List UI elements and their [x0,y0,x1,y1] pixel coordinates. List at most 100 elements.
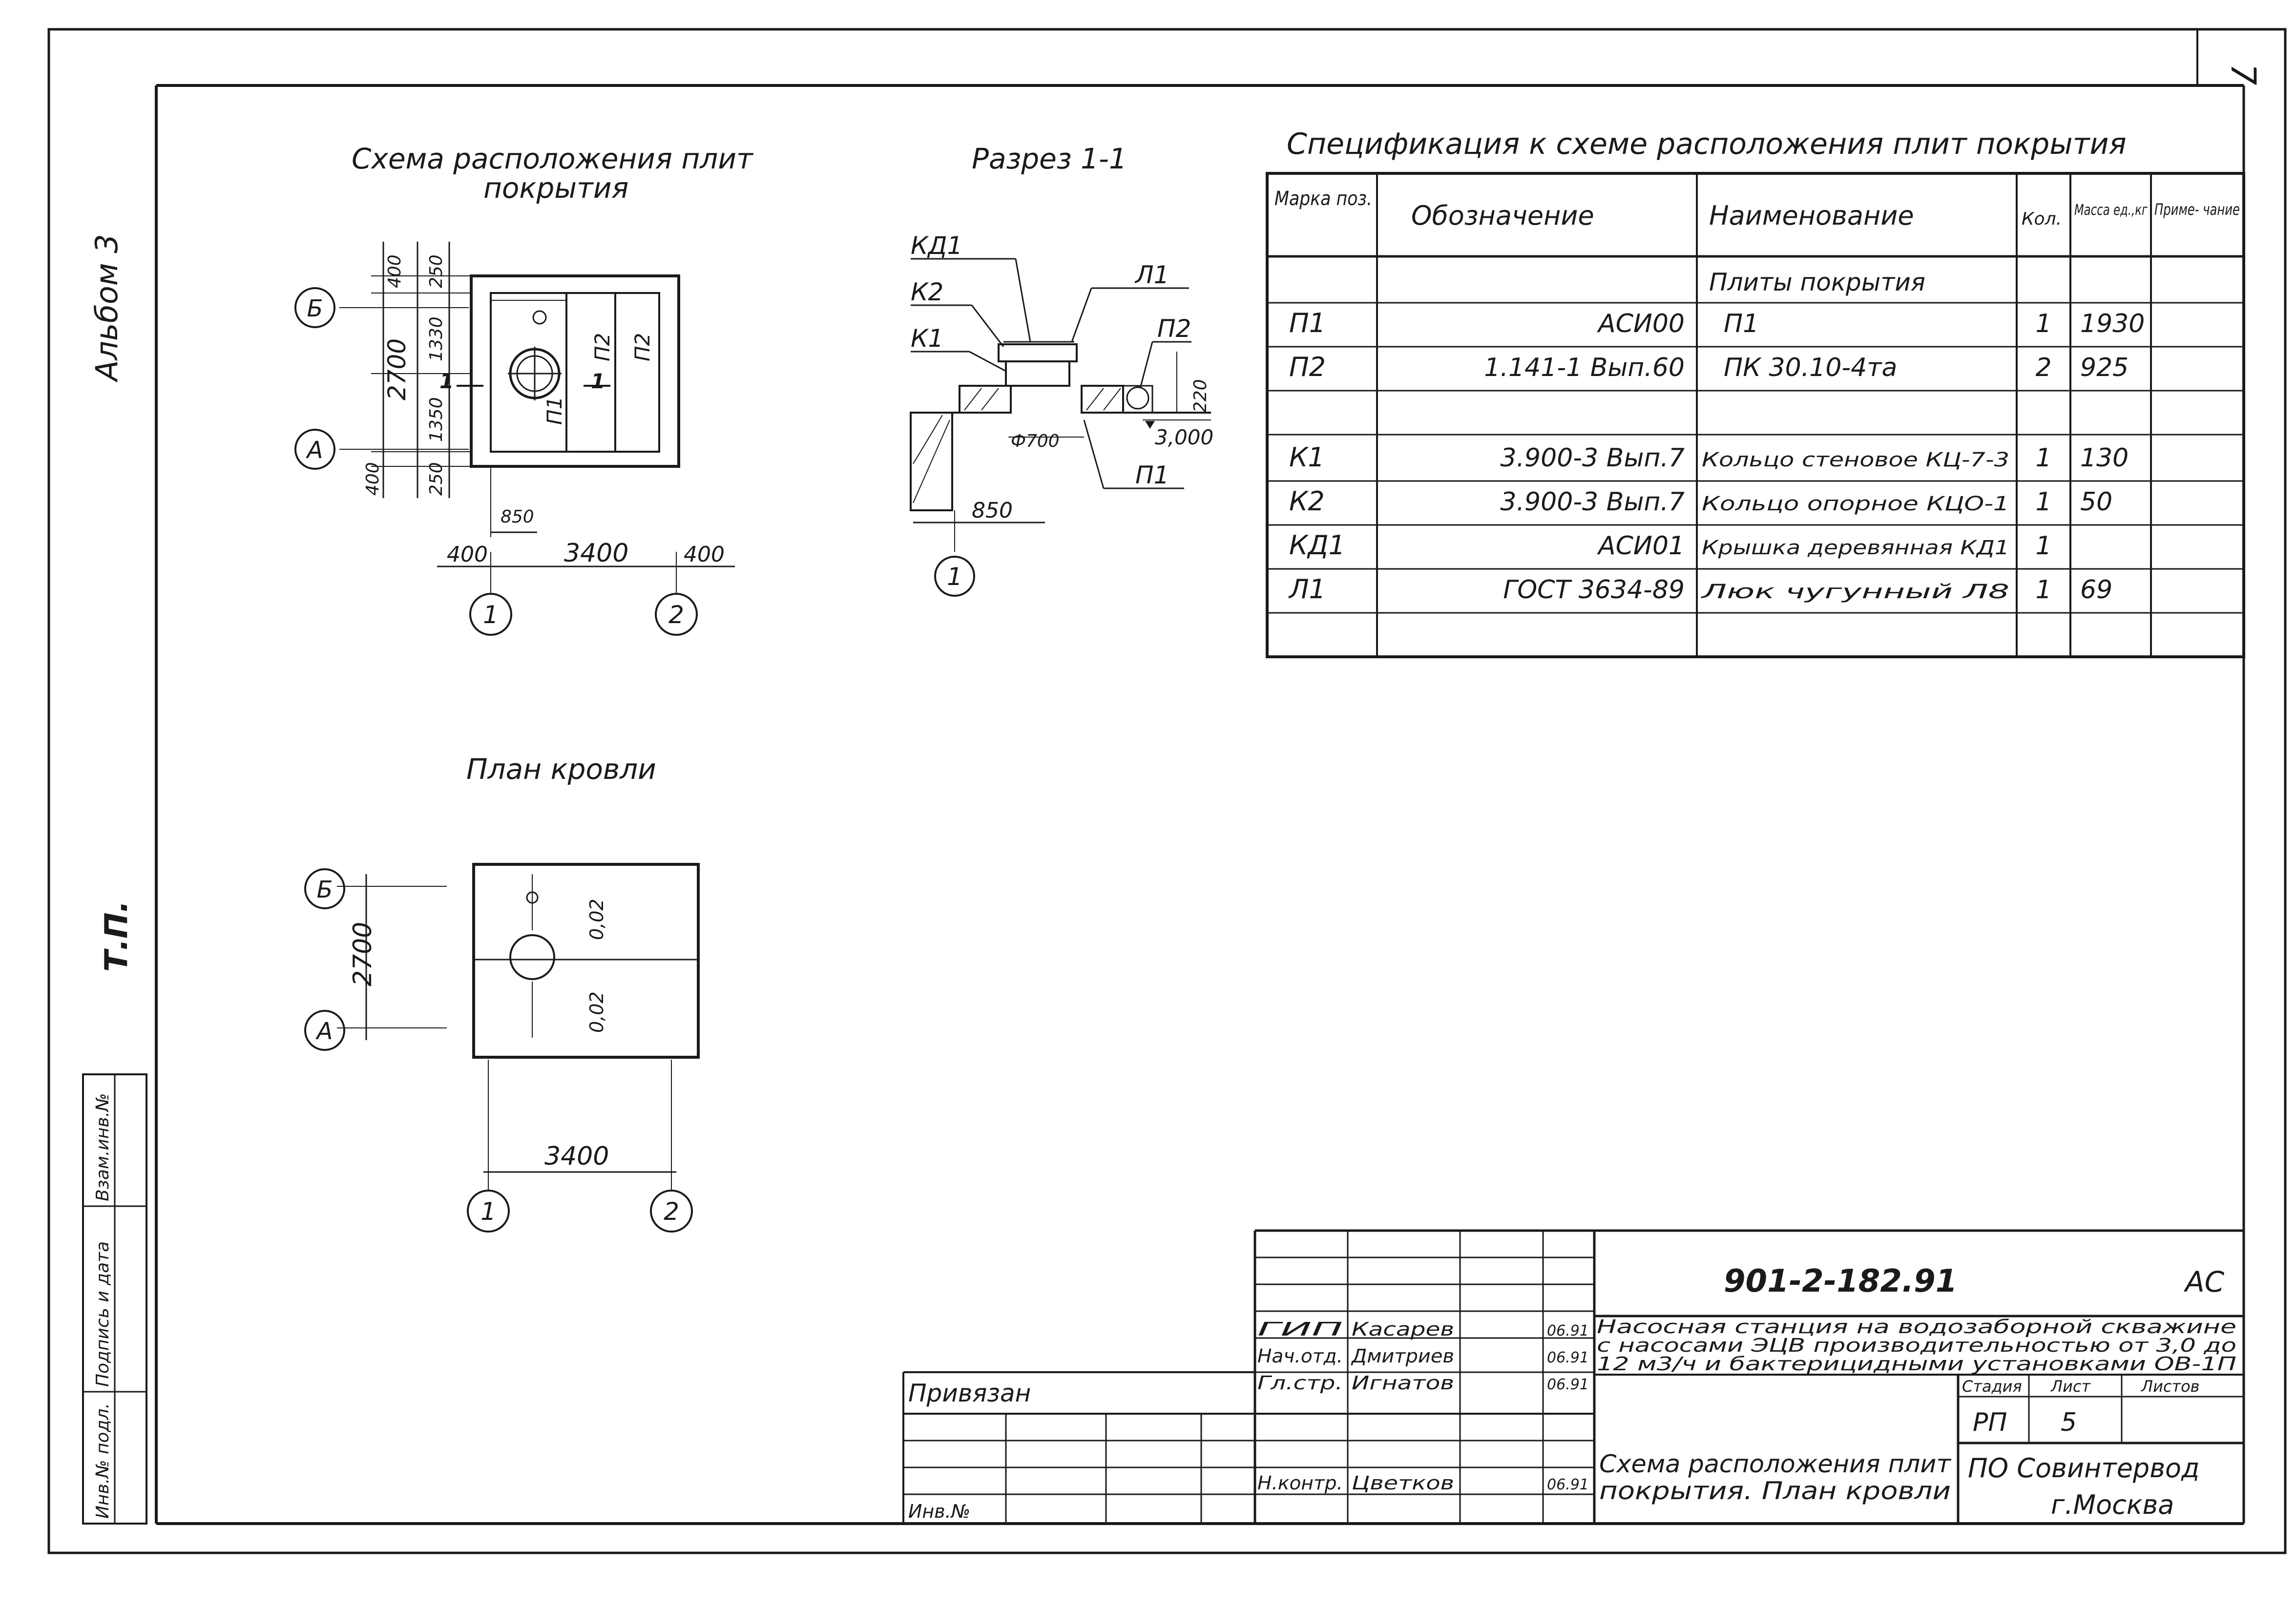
stamp-signature-date: Подпись и дата [93,1241,113,1387]
slope-top: 0,02 [586,899,607,940]
spec-title: Спецификация к схеме расположения плит п… [1287,127,2127,161]
spec-cell-designation: 1.141-1 Вып.60 [1484,353,1685,382]
organization: ПО Совинтервод [1968,1453,2199,1484]
header-name: Наименование [1709,200,1914,231]
header-note: Приме- чание [2154,200,2240,219]
signer-date: 06.91 [1547,1322,1589,1339]
roof-plan-title: План кровли [466,753,656,786]
axis-b: Б [307,295,323,322]
panel-mark-p1: П1 [543,397,566,425]
title-block: 901-2-182.91 АС Насосная станция на водо… [902,1229,2244,1524]
sheet-label: Лист [2050,1377,2091,1396]
project-description-line2: с насосами ЭЦВ производительностью от 3,… [1597,1335,2236,1356]
project-description-line1: Насосная станция на водозаборной скважин… [1597,1316,2236,1338]
dim-section-850: 850 [972,498,1013,523]
spec-cell-name: П1 [1724,309,1759,338]
elevation-mark: 3,000 [1155,425,1213,449]
stamp-inv-original: Инв.№ подл. [93,1403,113,1519]
spec-cell-mass: 130 [2080,443,2129,473]
dim-850: 850 [501,507,534,527]
section-1-1: Разрез 1-1 КД1 К2 К1 [910,142,1213,597]
label-p2: П2 [1157,314,1191,343]
spec-cell-qty: 1 [2035,575,2051,605]
tp-label: Т.П. [99,900,135,972]
spec-cell-qty: 1 [2035,309,2051,338]
signer-name: Дмитриев [1351,1345,1454,1367]
signer-name: Цветков [1352,1472,1454,1494]
spec-cell-qty: 1 [2035,443,2051,473]
signer-role: ГИП [1257,1318,1343,1340]
inventory-label: Инв.№ [908,1501,970,1522]
spec-cell-name: Крышка деревянная КД1 [1702,537,2009,559]
dim-bot-250: 250 [426,462,446,496]
spec-cell-mass: 50 [2080,487,2112,517]
panel-mark-p2a: П2 [590,333,614,361]
spec-cell-mass: 69 [2080,575,2112,605]
section-code: АС [2183,1265,2225,1298]
signer-role: Гл.стр. [1257,1372,1343,1394]
spec-cell-designation: ГОСТ 3634-89 [1503,575,1685,605]
spec-cell-mark: К2 [1289,486,1325,517]
city: г.Москва [2051,1489,2174,1520]
label-kd1: КД1 [911,231,962,260]
spec-cell-name: Кольцо стеновое КЦ-7-3 [1702,449,2009,471]
section-title: Разрез 1-1 [972,142,1127,175]
header-qty: Кол. [2022,209,2062,229]
signer-name: Касарев [1352,1318,1454,1340]
spec-cell-designation: АСИ01 [1597,531,1685,561]
spec-cell-qty: 1 [2035,487,2051,517]
dim-top-250: 250 [426,254,446,288]
header-mark: Марка поз. [1274,188,1372,210]
specification-table: Спецификация к схеме расположения плит п… [1266,127,2245,658]
axis-2: 2 [668,601,684,629]
spec-cell-mark: КД1 [1289,530,1345,561]
roof-plan: План кровли 0,02 0,02 2700 Б А 3400 1 2 [304,753,700,1233]
spec-cell-mass: 925 [2080,353,2129,382]
signer-row: ГИП Касарев 06.91 [1257,1318,1589,1340]
plate-scheme-title: Схема расположения плит [352,142,754,175]
project-description-line3: 12 м3/ч и бактерицидными установками ОВ-… [1597,1353,2236,1375]
dim-2700: 2700 [383,338,411,400]
roof-axis-a: А [315,1018,333,1045]
section-mark-left: 1 [439,369,454,393]
dim-1330: 1330 [426,316,446,361]
drawing-name-line2: покрытия. План кровли [1599,1477,1951,1505]
dim-3400: 3400 [564,539,628,568]
sheets-label: Листов [2141,1377,2200,1396]
document-code: 901-2-182.91 [1724,1263,1957,1299]
label-k1: К1 [911,324,943,353]
stamp-replaced-inv: Взам.инв.№ [93,1093,113,1201]
roof-axis-b: Б [317,876,333,903]
section-mark-right: 1 [591,369,605,393]
spec-cell-name: ПК 30.10-4та [1724,353,1897,382]
roof-axis-2: 2 [664,1197,679,1226]
roof-dim-2700: 2700 [348,922,377,986]
dim-bot-400: 400 [363,462,383,496]
label-p1: П1 [1135,461,1169,489]
axis-1: 1 [483,601,499,629]
spec-row: КД1 АСИ01 Крышка деревянная КД1 1 [1289,530,2052,561]
spec-cell-mark: К1 [1289,442,1325,473]
label-k2: К2 [911,278,943,306]
signer-name: Игнатов [1352,1372,1454,1394]
spec-cell-mark: П2 [1289,352,1326,382]
sheet-frame [47,28,2287,1554]
dim-1350: 1350 [426,397,446,442]
attached-label: Привязан [908,1379,1031,1407]
header-designation: Обозначение [1411,200,1594,231]
spec-cell-qty: 1 [2035,531,2051,561]
axis-a: А [306,437,323,464]
roof-dim-3400: 3400 [544,1142,609,1171]
label-l1: Л1 [1134,261,1169,289]
album-label: Альбом 3 [89,234,125,383]
dim-left-400: 400 [447,542,488,567]
dim-diameter: Ф700 [1011,431,1060,451]
signer-date: 06.91 [1547,1476,1589,1493]
panel-mark-p2b: П2 [630,333,654,361]
